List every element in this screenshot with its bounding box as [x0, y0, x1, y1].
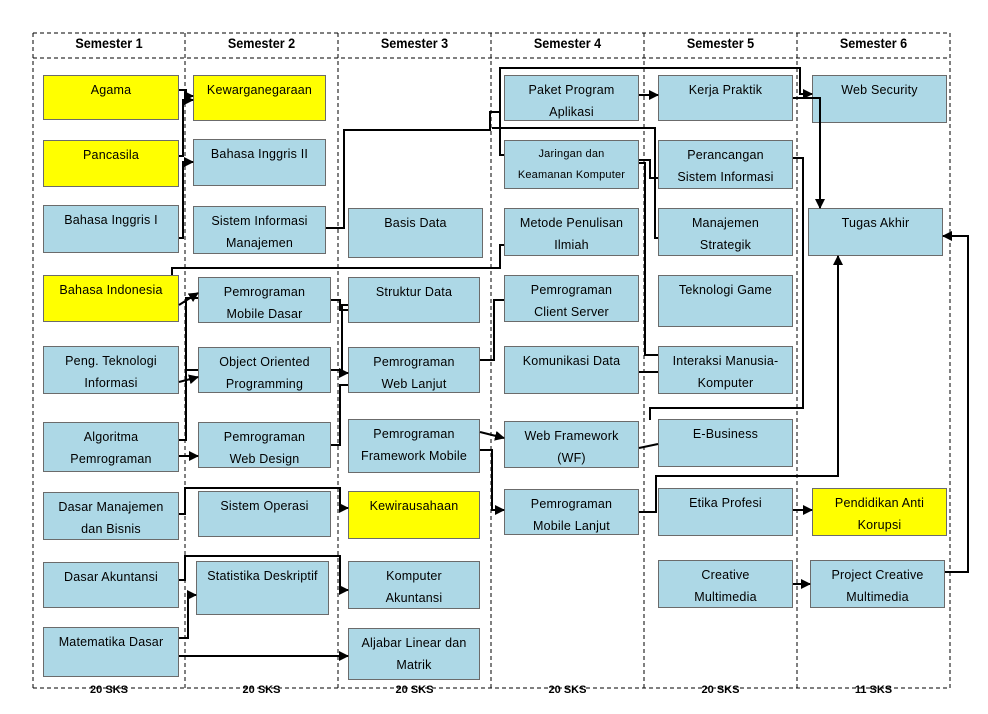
course-bahasa-indonesia: Bahasa Indonesia [43, 275, 179, 322]
course-teknologi-game: Teknologi Game [658, 275, 793, 327]
course-sistem-informasi-manajemen: Sistem Informasi Manajemen [193, 206, 326, 254]
arrow-jaringan-imk [639, 162, 658, 356]
course-e-business: E-Business [658, 419, 793, 467]
course-object-oriented-programming: Object Oriented Programming [198, 347, 331, 393]
arrow-sim-jaringan [326, 111, 504, 229]
arrow-matematika-statistika [179, 590, 197, 639]
course-kerja-praktik: Kerja Praktik [658, 75, 793, 121]
semester-5-header: Semester 5 [686, 35, 755, 51]
arrow-mobilelanjut-tugasakhir [639, 255, 843, 513]
semester-4-header: Semester 4 [533, 35, 602, 51]
course-manajemen-strategik: Manajemen Strategik [658, 208, 793, 256]
course-aljabar-linear-matrik: Aljabar Linear dan Matrik [348, 628, 480, 680]
course-pemrograman-web-design: Pemrograman Web Design [198, 422, 331, 468]
semester-5-credits: 20 SKS [701, 684, 740, 696]
course-pendidikan-anti-korupsi: Pendidikan Anti Korupsi [812, 488, 947, 536]
course-agama: Agama [43, 75, 179, 120]
semester-1-header: Semester 1 [75, 35, 143, 51]
course-kewarganegaraan: Kewarganegaraan [193, 75, 326, 121]
course-web-security: Web Security [812, 75, 947, 123]
course-komputer-akuntansi: Komputer Akuntansi [348, 561, 480, 609]
arrow-mobiledasar-strukturdata [331, 299, 348, 311]
arrow-frameworkmobile-mobilelanjut [480, 449, 505, 515]
course-pemrograman-framework-mobile: Pemrograman Framework Mobile [348, 419, 480, 473]
semester-3-credits: 20 SKS [395, 684, 434, 696]
arrow-perancangan-tugasakhir [649, 157, 804, 420]
arrow-agama-kewarganegaraan [179, 89, 194, 101]
arrow-dasarakuntansi-komputerakuntansi [179, 555, 349, 595]
course-interaksi-manusia-komputer: Interaksi Manusia- Komputer [658, 346, 793, 394]
course-dasar-manajemen-bisnis: Dasar Manajemen dan Bisnis [43, 492, 179, 540]
course-struktur-data: Struktur Data [348, 277, 480, 323]
course-kewirausahaan: Kewirausahaan [348, 491, 480, 539]
course-basis-data: Basis Data [348, 208, 483, 258]
course-tugas-akhir: Tugas Akhir [808, 208, 943, 256]
arrow-webframework-ebusiness [638, 443, 659, 449]
course-statistika-deskriptif: Statistika Deskriptif [196, 561, 329, 615]
semester-6-credits: 11 SKS [854, 684, 893, 696]
arrow-pancasila-kewarganegaraan [179, 95, 194, 157]
arrow-bahasainggris1-bahasainggris2 [179, 157, 194, 239]
course-pemrograman-web-lanjut: Pemrograman Web Lanjut [348, 347, 480, 393]
course-bahasa-inggris-1: Bahasa Inggris I [43, 205, 179, 253]
arrow-oop-strukturdata [331, 304, 348, 371]
course-project-creative-multimedia: Project Creative Multimedia [810, 560, 945, 608]
arrow-frameworkmobile-webframework [479, 430, 505, 441]
arrow-weblanjut-clientserver [480, 299, 504, 361]
course-pemrograman-mobile-dasar: Pemrograman Mobile Dasar [198, 277, 331, 323]
arrow-dasarmanajemen-kewirausahaan [179, 487, 349, 515]
course-pemrograman-mobile-lanjut: Pemrograman Mobile Lanjut [504, 489, 639, 535]
arrow-webdesign-weblanjut [331, 384, 348, 446]
arrow-kerjapraktik-tugasakhir [793, 97, 825, 209]
semester-2-header: Semester 2 [227, 35, 296, 51]
course-metode-penulisan-ilmiah: Metode Penulisan Ilmiah [504, 208, 639, 256]
arrow-project-tugasakhir [942, 231, 969, 573]
course-perancangan-sistem-informasi: Perancangan Sistem Informasi [658, 140, 793, 189]
course-matematika-dasar: Matematika Dasar [43, 627, 179, 677]
arrow-paketprogram-websecurity [499, 67, 813, 112]
semester-3-header: Semester 3 [380, 35, 449, 51]
course-web-framework: Web Framework (WF) [504, 421, 639, 468]
semester-4-credits: 20 SKS [548, 684, 587, 696]
course-pancasila: Pancasila [43, 140, 179, 187]
course-sistem-operasi: Sistem Operasi [198, 491, 331, 537]
semester-6-header: Semester 6 [839, 35, 908, 51]
course-komunikasi-data: Komunikasi Data [504, 346, 639, 394]
course-peng-teknologi-informasi: Peng. Teknologi Informasi [43, 346, 179, 394]
course-algoritma-pemrograman: Algoritma Pemrograman [43, 422, 179, 472]
course-etika-profesi: Etika Profesi [658, 488, 793, 536]
course-dasar-akuntansi: Dasar Akuntansi [43, 562, 179, 608]
course-paket-program-aplikasi: Paket Program Aplikasi [504, 75, 639, 121]
course-pemrograman-client-server: Pemrograman Client Server [504, 275, 639, 322]
arrow-pengti-oop [178, 374, 199, 385]
course-jaringan-keamanan-komputer: Jaringan dan Keamanan Komputer [504, 140, 639, 189]
course-creative-multimedia: Creative Multimedia [658, 560, 793, 608]
arrow-bahasaindonesia-metodepenulisan [171, 244, 504, 275]
arrow-metode-manajemen [492, 127, 658, 239]
semester-1-credits: 20 SKS [90, 684, 128, 696]
semester-2-credits: 20 SKS [242, 684, 281, 696]
